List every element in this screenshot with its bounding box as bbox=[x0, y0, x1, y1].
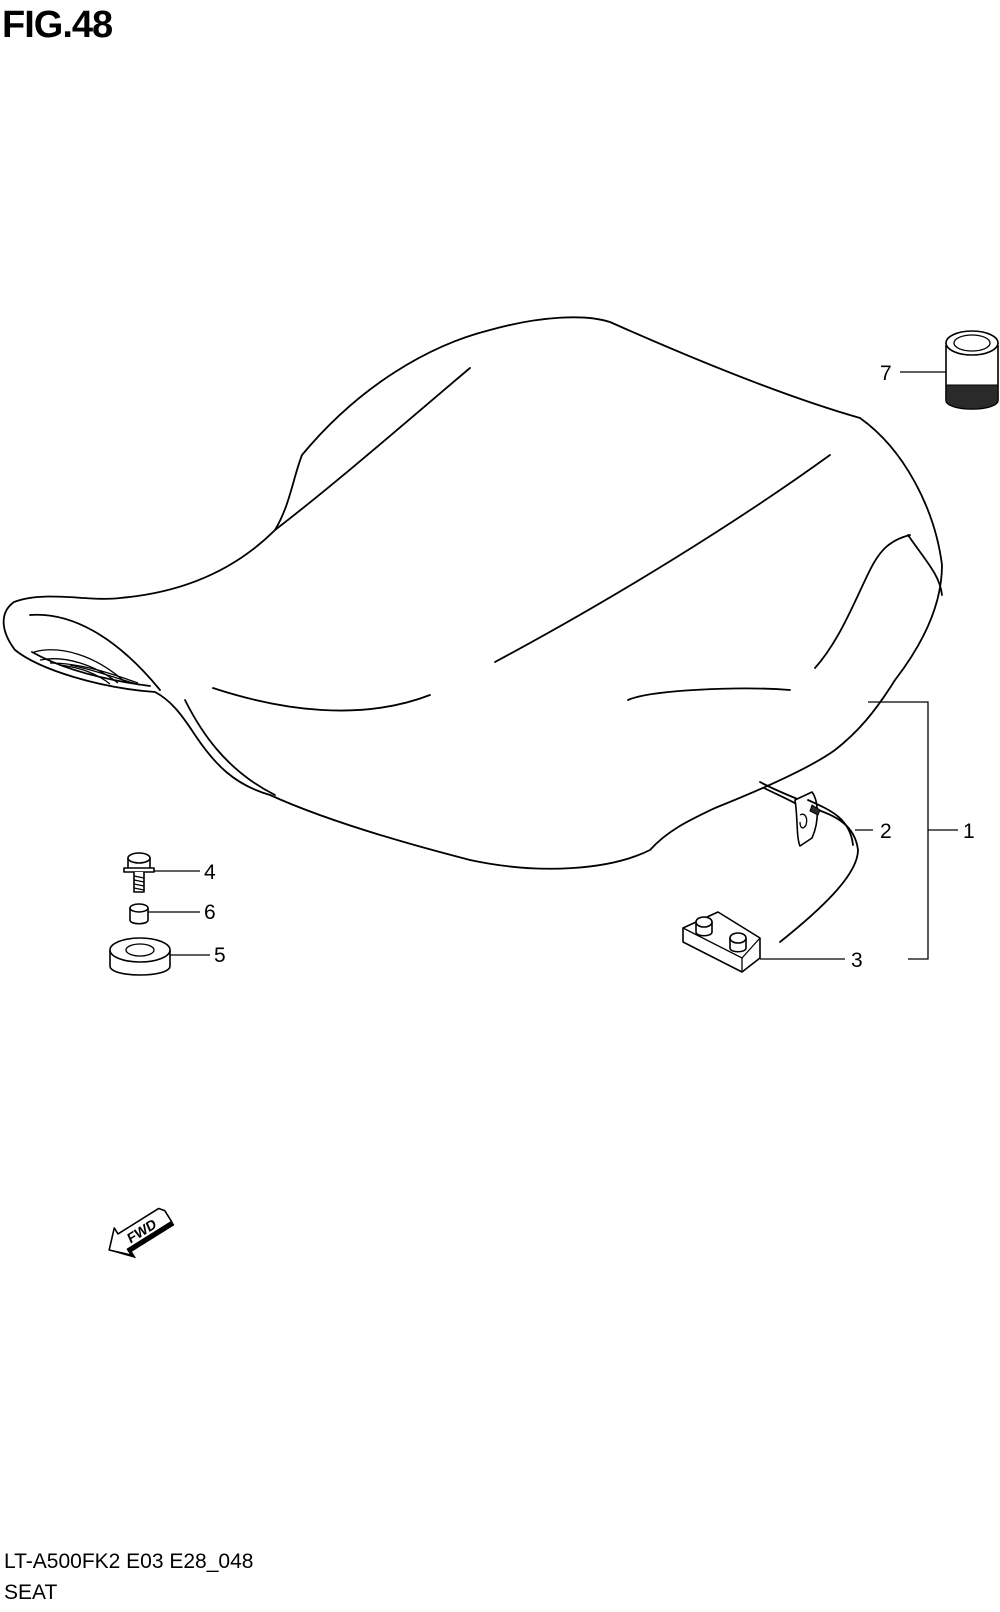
part-latch-block-3 bbox=[682, 911, 761, 973]
callout-6: 6 bbox=[204, 901, 216, 924]
part-cushion-7 bbox=[945, 330, 999, 410]
part-collar-6 bbox=[129, 903, 149, 925]
seat-assembly bbox=[2, 316, 943, 870]
callout-7: 7 bbox=[880, 362, 892, 385]
callout-4: 4 bbox=[204, 861, 216, 884]
part-grommet-5 bbox=[109, 937, 171, 976]
fwd-arrow-icon: FWD bbox=[108, 1207, 175, 1259]
callout-1: 1 bbox=[963, 820, 975, 843]
seat-outline bbox=[2, 316, 943, 870]
section-name: SEAT bbox=[4, 1581, 58, 1604]
callout-5: 5 bbox=[214, 944, 226, 967]
part-bolt-4 bbox=[123, 852, 155, 893]
figure-title: FIG.48 bbox=[2, 4, 113, 46]
leader-lines bbox=[148, 371, 958, 960]
part-hook-2 bbox=[759, 781, 859, 943]
model-code: LT-A500FK2 E03 E28_048 bbox=[4, 1550, 254, 1573]
callout-2: 2 bbox=[880, 820, 892, 843]
callout-3: 3 bbox=[851, 949, 863, 972]
